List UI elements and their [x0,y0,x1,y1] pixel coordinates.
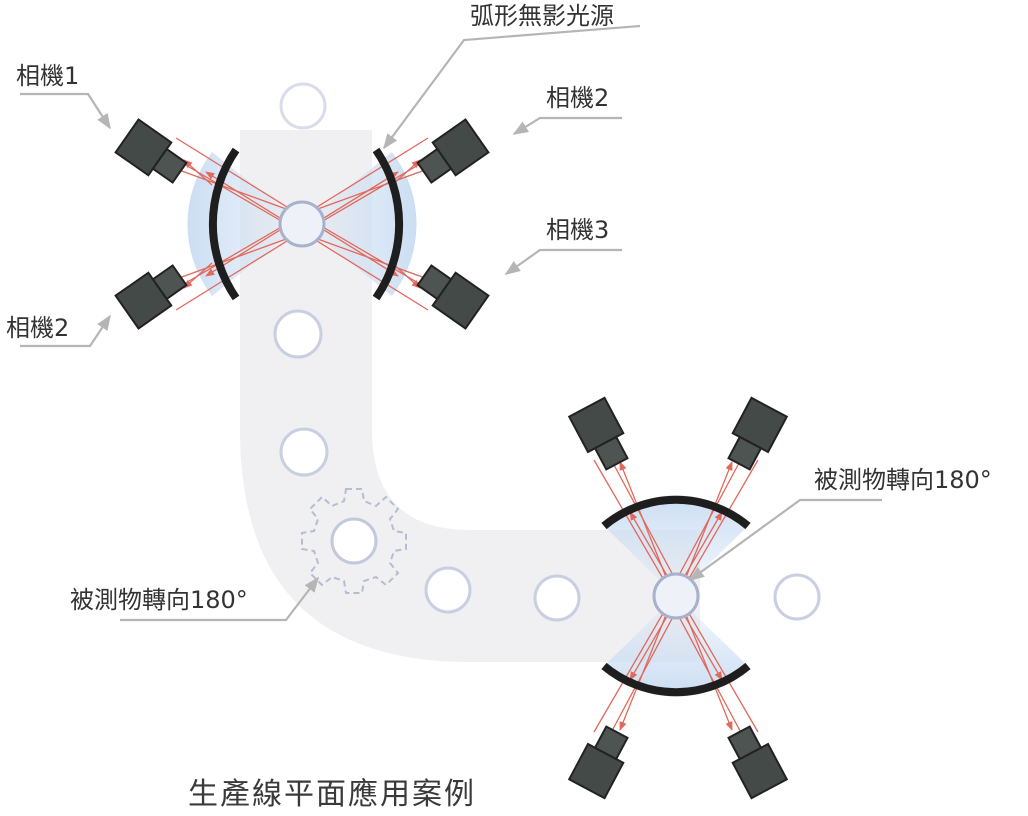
light-cone-top [604,495,748,596]
rays-bottom [593,449,759,743]
camera-bottom-upper-left [567,396,629,471]
arc-light-left [208,147,240,301]
camera-2-left [114,264,188,330]
object-position [773,573,821,621]
camera-bottom-lower-left [567,725,629,800]
label-camera-3: 相機3 [546,216,609,244]
label-camera-2-right: 相機2 [546,84,609,112]
camera-3 [416,264,490,330]
arc-light-top [601,495,751,530]
camera-lens [727,435,763,471]
object-station-bottom [652,572,700,620]
light-cone-bottom [604,596,748,697]
object-position [424,566,472,614]
leader-cam3 [504,248,622,275]
object-position [279,427,329,477]
camera-lens [416,264,453,301]
object-position [533,574,581,622]
leader-rotate-left [120,576,319,622]
camera-lens [593,725,629,761]
camera-lens [416,147,453,184]
leader-cam2-right [512,116,622,135]
conveyor-positions [273,82,821,622]
gear-outline [301,488,407,594]
leader-lines [20,24,882,622]
rotation-gear [301,488,407,594]
light-cone-right [302,152,417,296]
label-rotate-right: 被測物轉向180° [814,466,992,494]
rotating-object [330,517,378,565]
camera-2-right [416,118,490,184]
label-camera-2-left: 相機2 [6,314,69,342]
camera-lens [151,147,188,184]
object-position [279,82,327,130]
diagram-caption: 生產線平面應用案例 [188,777,476,812]
label-rotate-left: 被測物轉向180° [70,586,248,614]
leader-light-source [383,24,641,150]
camera-lens [151,264,188,301]
camera-1 [114,118,188,184]
camera-lens [593,435,629,471]
label-light-source: 弧形無影光源 [470,2,614,30]
leader-rotate-right [688,498,882,581]
bottom-station [567,396,789,800]
camera-bottom-lower-right [727,725,789,800]
camera-lens [727,725,763,761]
top-station [114,118,490,330]
leader-cam2-left [20,314,111,348]
label-camera-1: 相機1 [16,62,79,90]
leader-cam1 [20,92,111,130]
arc-light-bottom [601,662,751,697]
camera-bottom-upper-right [727,396,789,471]
arc-light-right [372,147,404,301]
object-station-top [278,200,326,248]
object-position [273,309,323,359]
